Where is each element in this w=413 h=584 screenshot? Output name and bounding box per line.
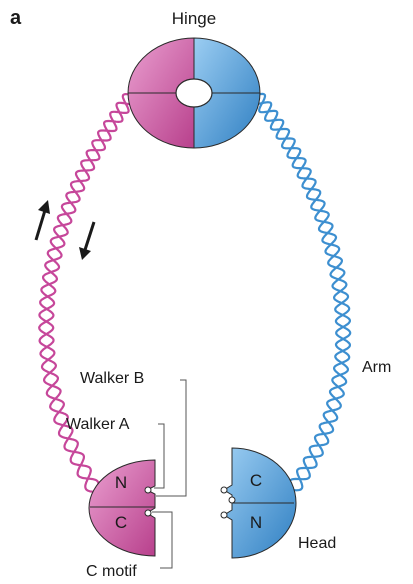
coil-strand-2 — [256, 94, 350, 490]
hinge-label: Hinge — [172, 9, 216, 28]
walker-b-label: Walker B — [80, 370, 144, 387]
right-head-domain: C N — [221, 448, 296, 558]
right-arm-coiled-coil — [253, 94, 350, 490]
arrow-up-icon — [36, 200, 50, 240]
panel-letter: a — [10, 7, 22, 29]
arm-label: Arm — [362, 359, 391, 376]
hinge-domain — [128, 38, 260, 148]
coil-strand-1 — [253, 95, 350, 490]
left-head-n-label: N — [115, 473, 127, 492]
c-motif-label: C motif — [86, 563, 137, 580]
left-head-c-label: C — [115, 513, 127, 532]
head-label: Head — [298, 535, 336, 552]
left-head-domain: N C — [89, 460, 155, 556]
right-head-n-label: N — [250, 513, 262, 532]
walker-a-label: Walker A — [66, 416, 130, 433]
right-head-c-label: C — [250, 471, 262, 490]
arrow-down-icon — [79, 222, 94, 260]
walker-b-leader — [156, 380, 186, 496]
